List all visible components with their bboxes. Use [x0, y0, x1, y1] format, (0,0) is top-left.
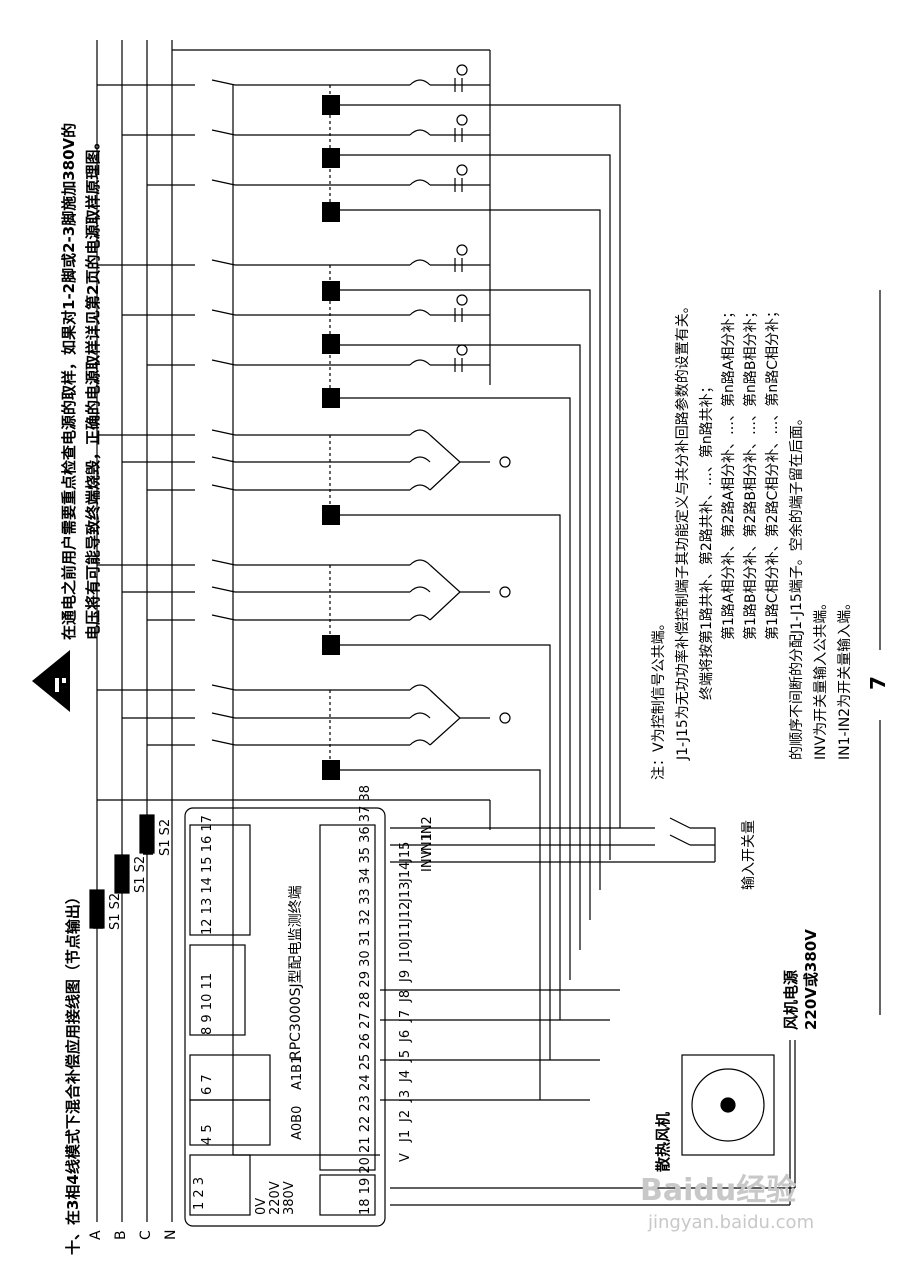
terminal-numbers-4-5: 4 5 — [200, 1124, 215, 1145]
device-outline — [184, 807, 386, 1227]
ct-wiring — [89, 799, 491, 929]
ct-label-p-2: P1 P2 — [117, 856, 132, 893]
section-title: 十、在3相4线模式下混合补偿应用接线图（节点输出） — [64, 889, 82, 1255]
ct-label-p-1: P1 P2 — [92, 893, 107, 930]
relay-coil-2 — [322, 148, 340, 168]
device-title: RPC3000SJ型配电监测终端 — [288, 885, 304, 1060]
split-comp-group-1 — [97, 64, 490, 192]
fan-voltage: 220V或380V — [802, 929, 820, 1030]
ct-label-s-3: S1 S2 — [158, 818, 173, 856]
relay-coil-5 — [322, 334, 340, 354]
signal-label-j9: J9 — [398, 969, 413, 982]
warning-line-2: 电压将有可能导致终端烧毁，正确的电源取样详见第2页的电源取样原理图。 — [84, 134, 102, 640]
fan-power-label: 风机电源 — [782, 969, 800, 1030]
signal-label-j15: J15 — [398, 841, 413, 862]
signal-label-j12: J12 — [398, 901, 413, 922]
device-terminal-block-a0b0 — [189, 1099, 271, 1146]
note-line-1: 注：V为控制信号公共端。 — [651, 616, 667, 780]
signal-label-j4: J4 — [398, 1069, 413, 1082]
note-line-3: 终端将按第1路共补、第2路共补、…、第n路共补； — [699, 379, 715, 700]
device-terminal-18-19 — [319, 1174, 376, 1216]
fan-blades-icon — [691, 1068, 765, 1142]
relay-coil-8 — [322, 635, 340, 655]
note-line-2: J1-J15为无功功率补偿控制端子其功能定义与共分补回路参数的设置有关。 — [675, 299, 691, 760]
phase-label-n: N — [163, 1229, 179, 1240]
note-line-6: 第1路C相分补、第2路C相分补、…、第n路C相分补； — [765, 303, 781, 640]
signal-label-v: V — [398, 1153, 413, 1162]
ct-label-s-2: S1 S2 — [133, 855, 148, 893]
signal-label-j11: J11 — [398, 921, 413, 942]
device-terminal-block-8-11 — [189, 944, 246, 1036]
watermark-url: jingyan.baidu.com — [648, 1212, 815, 1233]
device-power-terminal — [189, 1154, 251, 1216]
signal-label-j10: J10 — [398, 941, 413, 962]
signal-label-j5: J5 — [398, 1049, 413, 1062]
ct-label-p-3: P1 P2 — [142, 819, 157, 856]
device-terminal-block-12-17 — [189, 824, 251, 936]
relay-coil-3 — [322, 202, 340, 222]
note-line-5: 第1路B相分补、第2路B相分补、…、第n路B相分补； — [743, 304, 759, 641]
common-comp-group-1 — [97, 429, 511, 491]
signal-label-j8: J8 — [398, 989, 413, 1002]
signal-label-j14: J14 — [398, 861, 413, 882]
note-line-9: IN1-IN2为开关量输入端。 — [837, 595, 853, 760]
note-line-7: 的顺序不间断的分配J1-J15端子。空余的端子留在后面。 — [789, 411, 805, 760]
terminal-numbers-1-3: 1 2 3 — [192, 1176, 207, 1210]
relay-coil-7 — [322, 505, 340, 525]
relay-coil-1 — [322, 95, 340, 115]
phase-label-b: B — [113, 1230, 129, 1240]
phase-label-c: C — [138, 1230, 154, 1240]
relay-coil-4 — [322, 281, 340, 301]
warning-icon — [32, 650, 70, 712]
common-comp-group-3 — [97, 684, 511, 746]
page-number: 7 — [866, 676, 890, 690]
relay-coils — [322, 95, 340, 780]
relay-control-lines — [340, 104, 621, 1101]
common-comp-group-2 — [97, 559, 511, 621]
signal-label-j2: J2 — [398, 1109, 413, 1122]
split-comp-group-2 — [97, 244, 490, 372]
fan-label: 散热风机 — [654, 1111, 672, 1172]
signal-label-j3: J3 — [398, 1089, 413, 1102]
input-switch-label: 输入开关量 — [741, 820, 757, 890]
terminal-numbers-12-17: 12 13 14 15 16 17 — [200, 815, 215, 935]
input-switch-wiring — [390, 817, 716, 863]
fan-wiring — [390, 1040, 796, 1206]
terminal-numbers-8-11: 8 9 10 11 — [200, 972, 215, 1035]
device-bottom-terminal-block — [319, 824, 376, 1171]
phase-label-a: A — [88, 1230, 104, 1240]
warning-line-1: 在通电之前用户需要重点检查电源的取样，如果对1-2脚或2-3脚施加380V的 — [60, 122, 78, 640]
signal-label-j1: J1 — [398, 1129, 413, 1142]
label-a0b0: A0B0 — [290, 1105, 305, 1140]
relay-coil-6 — [322, 388, 340, 408]
power-label-220v: 220V — [268, 1181, 283, 1215]
note-line-8: INV为开关量输入公共端。 — [813, 595, 829, 760]
power-label-0v: 0V — [254, 1197, 269, 1215]
terminal-numbers-6-7: 6 7 — [200, 1074, 215, 1095]
note-line-4: 第1路A相分补、第2路A相分补、…、第n路A相分补； — [721, 304, 737, 640]
relay-coil-9 — [322, 760, 340, 780]
power-label-380v: 380V — [282, 1181, 297, 1215]
label-a1b1: A1B1 — [290, 1055, 305, 1090]
watermark-brand: Baidu经验 — [640, 1173, 797, 1208]
signal-label-j6: J6 — [398, 1029, 413, 1042]
fan-box — [681, 1054, 775, 1156]
terminal-numbers-18-38: 18 19 20 21 22 23 24 25 26 27 28 29 30 3… — [358, 784, 373, 1215]
signal-label-in2: IN2 — [420, 816, 435, 838]
ct-label-s-1: S1 S2 — [108, 892, 123, 930]
signal-label-j7: J7 — [398, 1009, 413, 1022]
signal-label-j13: J13 — [398, 881, 413, 902]
